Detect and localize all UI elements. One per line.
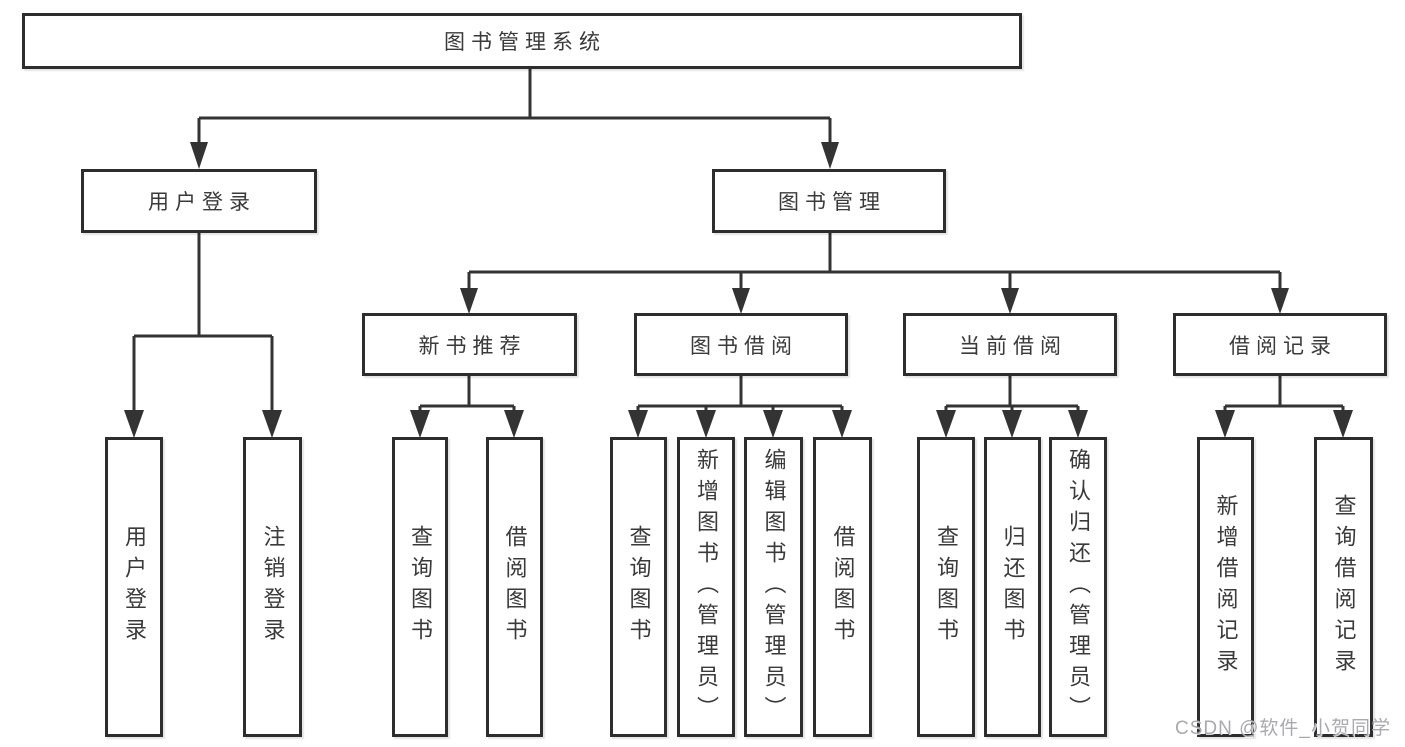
arrow-icon xyxy=(124,410,144,438)
connector-user-login xyxy=(132,232,274,413)
arrow-icon xyxy=(1068,410,1088,438)
leaf-label: 查询图书 xyxy=(408,525,433,649)
leaf-label: 新增借阅记录 xyxy=(1213,494,1239,680)
leaf-borrowing-query-books: 查询图书 xyxy=(610,437,667,737)
arrowheads xyxy=(124,142,1353,438)
leaf-label: 归还图书 xyxy=(1000,525,1026,649)
arrow-icon xyxy=(832,410,852,438)
leaf-label: 用户登录 xyxy=(122,525,147,649)
leaf-current-return-books: 归还图书 xyxy=(984,437,1041,737)
leaf-borrowing-edit-books-admin: 编辑图书（管理员） xyxy=(744,437,803,737)
leaf-label: 查询借阅记录 xyxy=(1331,494,1357,680)
leaf-records-add-borrow-record: 新增借阅记录 xyxy=(1197,437,1254,737)
leaf-records-query-borrow-record: 查询借阅记录 xyxy=(1314,437,1373,737)
leaf-label: 注销登录 xyxy=(260,525,286,649)
leaf-borrowing-borrow-books: 借阅图书 xyxy=(813,437,872,737)
node-library-system: 图书管理系统 xyxy=(22,13,1022,69)
leaf-label: 查询图书 xyxy=(626,525,652,649)
node-new-book-recommend: 新书推荐 xyxy=(362,313,577,376)
leaf-label: 新增图书（管理员） xyxy=(694,447,719,727)
arrow-icon xyxy=(628,410,648,438)
arrow-icon xyxy=(763,410,783,438)
arrow-icon xyxy=(504,410,524,438)
leaf-current-confirm-return-admin: 确认归还（管理员） xyxy=(1049,437,1107,737)
arrow-icon xyxy=(1001,288,1019,314)
arrow-icon xyxy=(821,142,839,169)
leaf-label: 借阅图书 xyxy=(830,525,856,649)
arrow-icon xyxy=(460,288,478,314)
arrow-icon xyxy=(696,410,716,438)
leaf-label: 确认归还（管理员） xyxy=(1066,447,1091,727)
leaf-user-login: 用户登录 xyxy=(105,437,163,737)
leaf-newrec-query-books: 查询图书 xyxy=(392,437,448,737)
connector-borrow-records xyxy=(1223,375,1345,413)
arrow-icon xyxy=(936,410,956,438)
node-borrowing-records: 借阅记录 xyxy=(1173,313,1387,376)
node-user-login: 用户登录 xyxy=(81,169,317,233)
leaf-newrec-borrow-books: 借阅图书 xyxy=(486,437,543,737)
arrow-icon xyxy=(1215,410,1235,438)
node-book-management: 图书管理 xyxy=(712,169,946,233)
node-label: 图书借阅 xyxy=(690,334,798,358)
arrow-icon xyxy=(190,142,208,169)
leaf-label: 编辑图书（管理员） xyxy=(761,447,787,727)
csdn-watermark: CSDN @软件_小贺同学 xyxy=(1175,718,1391,739)
node-book-borrowing: 图书借阅 xyxy=(634,313,848,376)
node-label: 图书管理系统 xyxy=(444,31,606,54)
arrow-icon xyxy=(732,288,750,314)
node-label: 用户登录 xyxy=(148,191,256,214)
arrow-icon xyxy=(1002,410,1022,438)
connector-new-book-rec xyxy=(418,375,516,413)
leaf-label: 借阅图书 xyxy=(502,525,528,649)
connector-book-mgmt xyxy=(467,232,1282,290)
node-current-borrowing: 当前借阅 xyxy=(903,313,1117,376)
node-label: 图书管理 xyxy=(778,191,886,214)
node-label: 新书推荐 xyxy=(418,334,527,358)
connector-book-borrow xyxy=(636,375,844,413)
connector-root xyxy=(197,68,832,144)
leaf-current-query-books: 查询图书 xyxy=(917,437,975,737)
connector-current-borrow xyxy=(944,375,1080,413)
arrow-icon xyxy=(262,410,282,438)
arrow-icon xyxy=(1333,410,1353,438)
arrow-icon xyxy=(1271,288,1289,314)
leaf-borrowing-add-books-admin: 新增图书（管理员） xyxy=(677,437,735,737)
leaf-logout-login: 注销登录 xyxy=(243,437,302,737)
node-label: 借阅记录 xyxy=(1229,334,1337,358)
node-label: 当前借阅 xyxy=(959,334,1067,358)
leaf-label: 查询图书 xyxy=(934,525,959,649)
arrow-icon xyxy=(410,410,430,438)
